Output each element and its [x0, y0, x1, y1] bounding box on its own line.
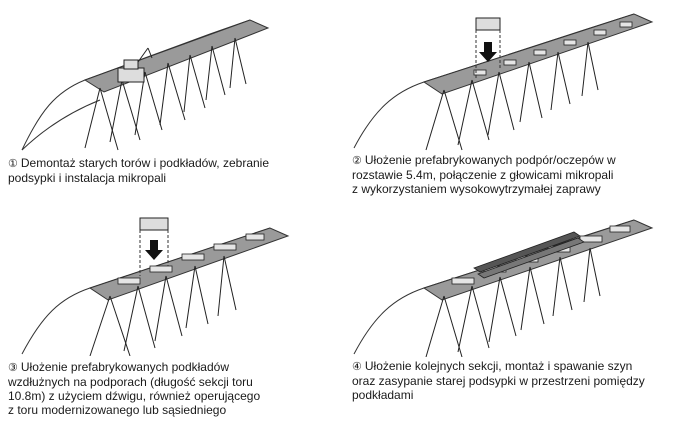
step-2-text: Ułożenie prefabrykowanych podpór/oczepów…: [352, 153, 616, 196]
step-3-text: Ułożenie prefabrykowanych podkładów wzdł…: [8, 360, 260, 417]
step-4-panel: ④Ułożenie kolejnych sekcji, montaż i spa…: [344, 212, 687, 424]
step-1-number: ①: [8, 158, 18, 170]
step-1-text: Demontaż starych torów i podkładów, zebr…: [8, 156, 269, 185]
step-1-panel: ①Demontaż starych torów i podkładów, zeb…: [0, 0, 340, 200]
step-2-caption: ②Ułożenie prefabrykowanych podpór/oczepó…: [352, 153, 684, 196]
step-4-illustration: [344, 212, 687, 357]
step-2-number: ②: [352, 155, 362, 167]
step-1-illustration: [0, 0, 340, 155]
step-3-illustration: [0, 206, 340, 356]
step-4-number: ④: [352, 361, 362, 373]
step-3-number: ③: [8, 362, 18, 374]
step-2-panel: ②Ułożenie prefabrykowanych podpór/oczepó…: [344, 0, 687, 212]
step-3-caption: ③Ułożenie prefabrykowanych podkładów wzd…: [8, 360, 338, 417]
step-1-caption: ①Demontaż starych torów i podkładów, zeb…: [8, 156, 338, 185]
step-4-text: Ułożenie kolejnych sekcji, montaż i spaw…: [352, 359, 645, 402]
step-4-caption: ④Ułożenie kolejnych sekcji, montaż i spa…: [352, 359, 684, 402]
step-2-illustration: [344, 0, 687, 152]
step-3-panel: ③Ułożenie prefabrykowanych podkładów wzd…: [0, 206, 340, 424]
